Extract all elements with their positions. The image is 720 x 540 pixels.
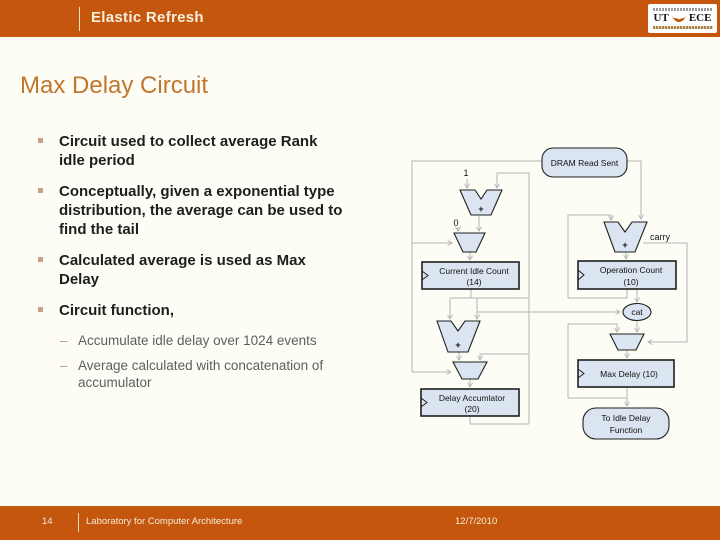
node-to-idle-delay-function: To Idle Delay Function (582, 407, 670, 440)
square-bullet-icon (38, 257, 43, 262)
to-idle-delay-label-1: To Idle Delay (601, 413, 651, 423)
mux-idle-icon (453, 232, 486, 253)
reg-current-idle-count-width: (14) (466, 277, 481, 287)
plus-sign: + (478, 204, 483, 214)
square-bullet-icon (38, 307, 43, 312)
reg-delay-accumulator-width: (20) (464, 404, 479, 414)
mux-max-delay-icon (609, 333, 645, 351)
footer-date: 12/7/2010 (455, 516, 498, 527)
dash-bullet-icon: – (60, 358, 68, 373)
reg-max-delay-label: Max Delay (10) (600, 369, 658, 379)
reg-current-idle-count: Current Idle Count (14) (421, 261, 520, 290)
node-cat: cat (622, 302, 652, 322)
constant-zero-label: 0 (453, 218, 458, 228)
bullet-item: Calculated average is used as Max Delay (38, 251, 347, 289)
reg-operation-count: Operation Count (10) (577, 260, 677, 290)
ut-ece-logo: UT ECE (648, 4, 717, 33)
bullet-text: Conceptually, given a exponential type d… (59, 183, 343, 238)
reg-operation-count-width: (10) (623, 277, 638, 287)
sub-bullet-text: Accumulate idle delay over 1024 events (78, 333, 317, 348)
square-bullet-icon (38, 138, 43, 143)
reg-delay-accumulator-label: Delay Accumlator (439, 393, 505, 403)
plus-sign: + (622, 240, 627, 250)
bullet-item: Circuit function, (38, 301, 347, 320)
cat-label: cat (631, 307, 643, 317)
deck-title: Elastic Refresh (91, 9, 204, 26)
constant-one-label: 1 (463, 168, 468, 178)
logo-top-text-stripe (652, 8, 713, 11)
carry-label: carry (650, 232, 670, 242)
header-bar: Elastic Refresh UT ECE (0, 0, 720, 37)
page-number: 14 (42, 516, 53, 527)
bullet-item: Conceptually, given a exponential type d… (38, 182, 347, 239)
bullet-text: Circuit used to collect average Rank idl… (59, 133, 318, 169)
footer-org: Laboratory for Computer Architecture (86, 516, 243, 527)
bullet-list: Circuit used to collect average Rank idl… (38, 132, 368, 399)
logo-ece-text: ECE (688, 12, 712, 24)
sub-bullet-text: Average calculated with concatenation of… (78, 358, 324, 390)
logo-bottom-text-stripe (652, 26, 713, 29)
bullet-text: Circuit function, (59, 302, 174, 319)
slide-title: Max Delay Circuit (20, 72, 209, 99)
square-bullet-icon (38, 188, 43, 193)
bullet-item: Circuit used to collect average Rank idl… (38, 132, 347, 170)
mux-accumulator-icon (452, 361, 488, 380)
footer-bar: 14 Laboratory for Computer Architecture … (0, 506, 720, 540)
adder-accumulator-icon: + (436, 320, 481, 353)
sub-bullet-item: – Average calculated with concatenation … (38, 357, 356, 391)
plus-sign: + (455, 340, 460, 350)
sub-bullet-item: – Accumulate idle delay over 1024 events (38, 332, 356, 349)
dram-read-sent-label: DRAM Read Sent (551, 158, 619, 168)
reg-current-idle-count-label: Current Idle Count (439, 266, 509, 276)
dash-bullet-icon: – (60, 333, 68, 348)
longhorn-icon (671, 15, 687, 22)
footer-divider (78, 513, 79, 532)
to-idle-delay-label-2: Function (610, 425, 643, 435)
adder-operation-icon: + (603, 221, 648, 253)
bullet-text: Calculated average is used as Max Delay (59, 252, 306, 288)
diagram-wires (411, 160, 688, 425)
reg-delay-accumulator: Delay Accumlator (20) (420, 388, 520, 417)
reg-max-delay: Max Delay (10) (577, 359, 675, 388)
logo-ut-text: UT (653, 12, 669, 24)
max-delay-circuit-diagram: DRAM Read Sent 1 0 + Current Idle Count … (411, 147, 688, 440)
header-divider (79, 7, 80, 31)
node-dram-read-sent: DRAM Read Sent (541, 147, 628, 178)
adder-idle-icon: + (459, 189, 503, 216)
reg-operation-count-label: Operation Count (600, 265, 663, 275)
